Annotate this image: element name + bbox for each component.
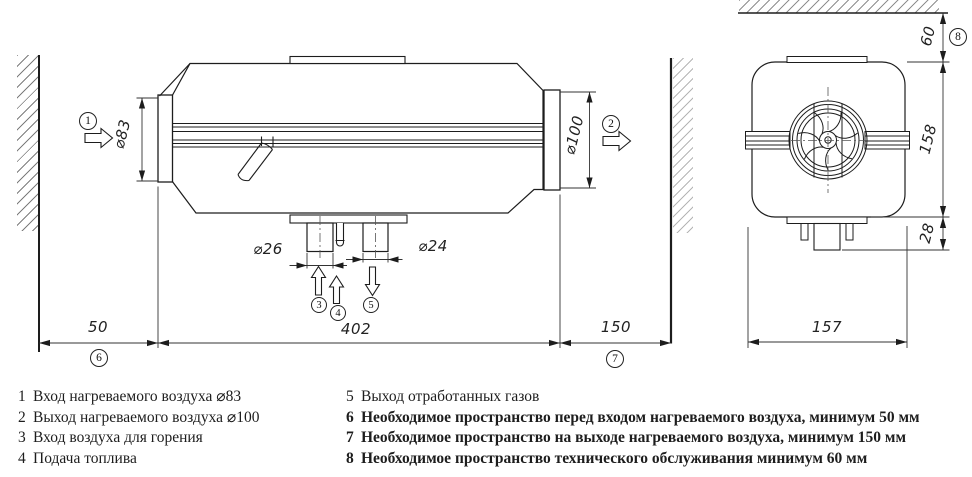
legend-text: Необходимое пространство на выходе нагре… [361,429,907,446]
callout-8: 8 [949,28,967,46]
inlet-flange [157,94,174,183]
front-top-tab [786,56,868,63]
top-mount-tab [289,55,406,65]
legend-item-1: 1 Вход нагреваемого воздуха ⌀83 [18,387,260,408]
dim-label-body-length: 402 [340,320,372,338]
legend-num: 5 [346,388,354,405]
legend-item-4: 4 Подача топлива [18,449,260,470]
callout-2: 2 [602,115,620,133]
front-view-dim-arrowheads [748,13,947,346]
legend-num: 7 [346,429,354,446]
front-bottom-plate [786,216,868,224]
legend-item-7: 7 Необходимое пространство на выходе наг… [346,428,920,449]
legend-item-6: 6 Необходимое пространство перед входом … [346,408,920,429]
dim-label-exhaust-diameter: ⌀24 [418,237,448,255]
legend-text: Необходимое пространство перед входом на… [361,408,920,426]
callout-4: 4 [330,305,346,321]
front-centerlines [791,87,865,193]
callout-3: 3 [311,297,327,313]
callout-5: 5 [363,297,379,313]
legend-num: 1 [18,388,26,405]
legend-num: 8 [346,449,354,467]
legend-num: 6 [346,408,354,426]
air-inlet-arrow-icon [84,127,114,149]
legend-text: Выход нагреваемого воздуха ⌀100 [33,408,260,426]
fuel-inlet-stub [335,223,345,247]
legend-text: Выход отработанных газов [361,388,540,405]
front-view [745,56,910,251]
side-view-dim-arrowheads [39,92,671,347]
bottom-mount-plate [289,214,408,224]
combustion-air-arrow-icon [310,265,327,296]
legend-text: Подача топлива [33,449,137,467]
dim-label-front-clearance: 50 [87,318,109,336]
front-side-rails [745,131,910,150]
legend-item-2: 2 Выход нагреваемого воздуха ⌀100 [18,408,260,429]
flow-arrows [84,127,632,305]
legend-right-column: 5 Выход отработанных газов 6 Необходимое… [346,387,920,469]
outlet-flange [543,89,561,191]
dim-label-body-width: 157 [811,318,843,336]
legend-text: Вход нагреваемого воздуха ⌀83 [33,388,242,405]
air-outlet-arrow-icon [602,130,632,152]
legend-num: 3 [18,429,26,446]
callout-7: 7 [606,350,624,368]
front-pin-left [800,223,809,241]
fan-blades [798,112,858,171]
legend-num: 4 [18,449,26,467]
fuel-line-stub [237,136,274,182]
dim-label-outlet-clearance: 150 [600,318,632,336]
top-left-chamfer [159,63,191,97]
callout-1: 1 [79,112,97,130]
front-exhaust-stub [813,222,841,251]
legend-text: Необходимое пространство технического об… [361,449,868,467]
front-view-dimensions [747,13,950,348]
legend-item-5: 5 Выход отработанных газов [346,387,920,408]
legend-text: Вход воздуха для горения [33,429,203,446]
heater-body-side [171,62,544,214]
pipe-centerlines [319,216,376,258]
ceiling-hatching [739,0,939,13]
callout-6: 6 [90,349,108,367]
mounting-rails [172,123,544,148]
fuel-supply-arrow-icon [328,274,345,305]
left-wall-hatching [17,55,39,231]
front-pin-right [845,223,854,241]
legend-item-3: 3 Вход воздуха для горения [18,428,260,449]
dim-label-combustion-air-diameter: ⌀26 [253,240,283,258]
right-wall-hatching [673,58,693,233]
legend-num: 2 [18,408,26,426]
legend-item-8: 8 Необходимое пространство технического … [346,449,920,470]
side-view [157,55,561,258]
legend-left-column: 1 Вход нагреваемого воздуха ⌀83 2 Выход … [18,387,260,469]
exhaust-arrow-icon [364,266,381,297]
